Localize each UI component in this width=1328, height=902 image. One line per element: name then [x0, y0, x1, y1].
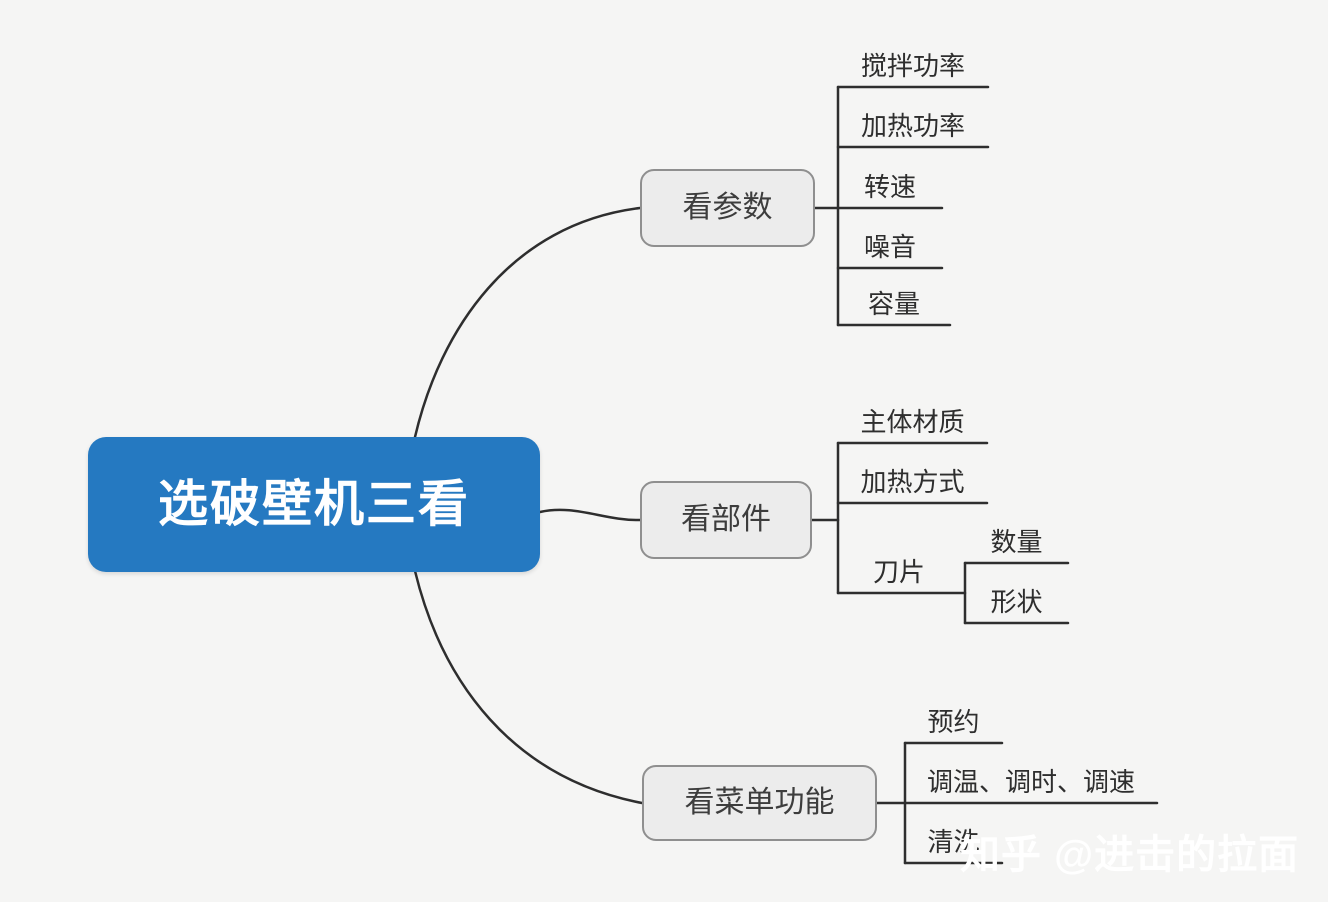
leaf-blade: 刀片	[872, 557, 925, 587]
leaf-blade-shape: 形状	[990, 587, 1043, 617]
leaf-blade-quantity: 数量	[990, 527, 1043, 557]
leaf-capacity: 容量	[867, 289, 920, 319]
leaf-heat-method: 加热方式	[860, 467, 965, 497]
branch-node-params: 看参数	[640, 169, 815, 247]
leaf-noise: 噪音	[863, 232, 916, 262]
leaf-cleaning: 清洗	[927, 827, 980, 857]
watermark-text: 知乎 @进击的拉面	[960, 833, 1300, 877]
curve-root-to-menu	[413, 569, 644, 805]
leaf-speed: 转速	[863, 172, 916, 202]
branch-node-parts: 看部件	[640, 481, 812, 559]
leaf-body-material: 主体材质	[860, 407, 965, 437]
curve-root-to-parts	[538, 508, 642, 522]
root-node: 选破壁机三看	[88, 437, 540, 572]
curve-root-to-params	[413, 206, 642, 439]
leaf-stir-power: 搅拌功率	[860, 51, 965, 81]
leaf-heat-power: 加热功率	[860, 111, 965, 141]
leaf-reservation: 预约	[927, 707, 980, 737]
leaf-adjust: 调温、调时、调速	[926, 767, 1135, 797]
branch-node-menu: 看菜单功能	[642, 765, 877, 841]
